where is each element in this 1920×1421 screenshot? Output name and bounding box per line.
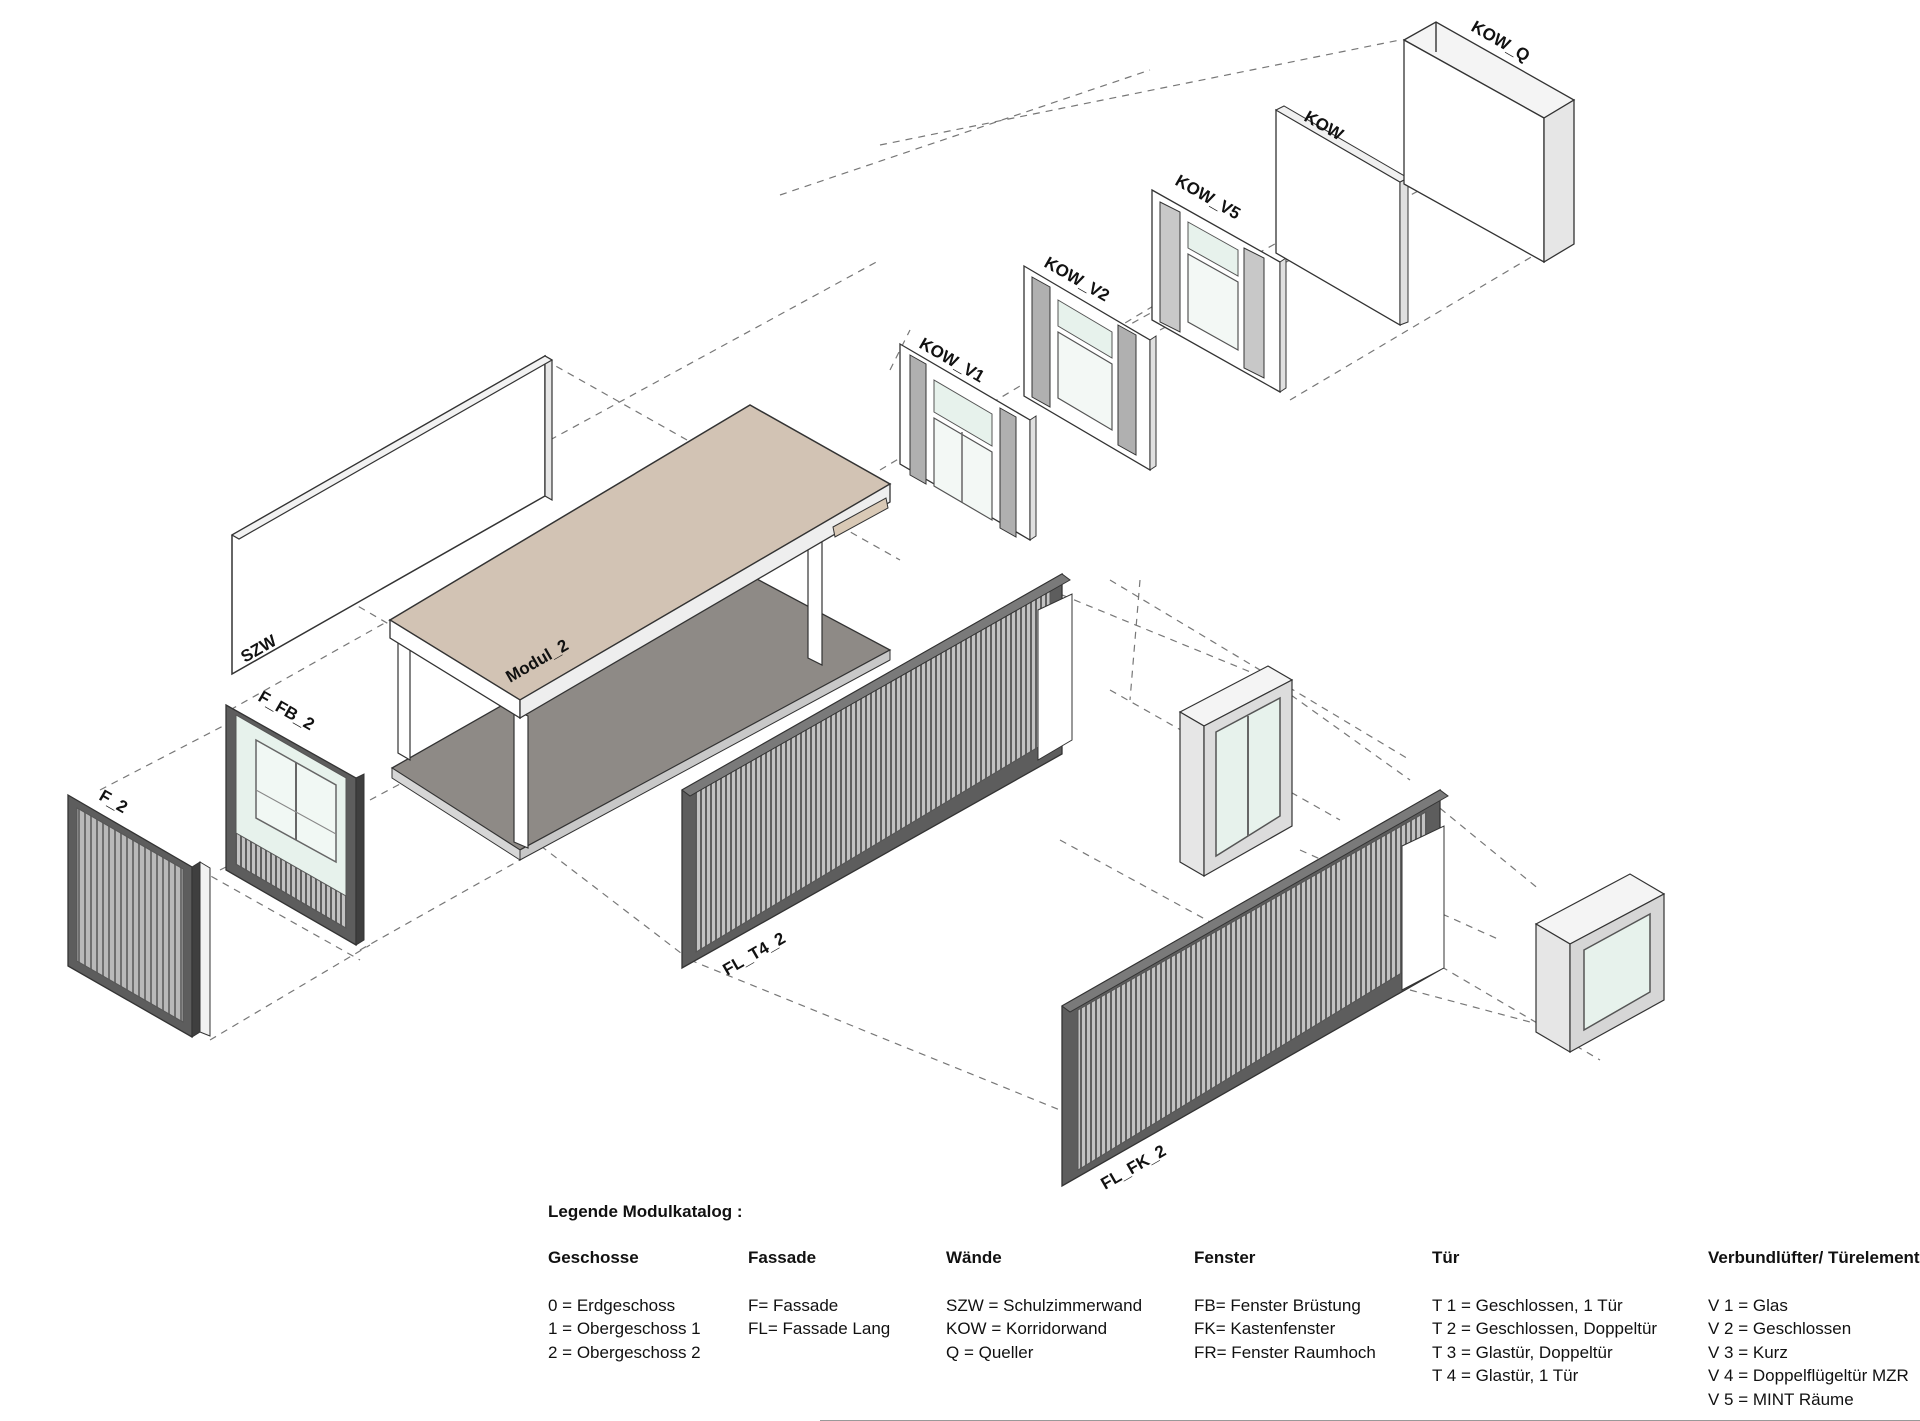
f-2-panel: F_2 [67,786,211,1039]
kow-q-wall: KOW_Q [1402,17,1576,264]
window-box-upper [1178,665,1294,878]
legend-item: T 1 = Geschlossen, 1 Tür [1432,1295,1623,1315]
legend-item: KOW = Korridorwand [946,1319,1108,1338]
label-f: F_2 [96,786,131,817]
legend-heading: Fassade [748,1248,817,1267]
legend-col-geschosse: Geschosse 0 = Erdgeschoss 1 = Obergescho… [548,1246,701,1364]
legend-col-fassade: Fassade F= Fassade FL= Fassade Lang [748,1246,890,1341]
window-box-lower [1534,873,1666,1054]
legend-item: FK= Kastenfenster [1194,1319,1336,1338]
legend-item: V 5 = MINT Räume [1708,1389,1854,1409]
legend-heading: Fenster [1194,1248,1256,1267]
legend-modulkatalog: Legende Modulkatalog : Geschosse 0 = Erd… [548,1198,1920,1421]
legend-col-waende: Wände SZW = Schulzimmerwand KOW = Korrid… [946,1246,1142,1364]
legend-item: FR= Fenster Raumhoch [1194,1342,1376,1362]
legend-item: T 4 = Glastür, 1 Tür [1432,1366,1579,1385]
kow-v2-wall: KOW_V2 [1023,253,1157,472]
szw-wall: SZW [230,354,554,676]
legend-heading: Verbundlüfter/ Türelement [1708,1248,1920,1267]
legend-item: 1 = Obergeschoss 1 [548,1319,701,1338]
legend-item: F= Fassade [748,1295,839,1315]
kow-v5-wall: KOW_V5 [1151,171,1287,394]
legend-heading: Geschosse [548,1248,639,1267]
legend-item: V 1 = Glas [1708,1295,1788,1315]
legend-item: V 3 = Kurz [1708,1342,1788,1362]
f-fb-2-panel: F_FB_2 [225,687,365,947]
legend-item: SZW = Schulzimmerwand [946,1295,1143,1315]
legend-item: FL= Fassade Lang [748,1319,891,1338]
kow-v1-wall: KOW_V1 [899,334,1037,542]
legend-item: T 2 = Geschlossen, Doppeltür [1432,1319,1658,1338]
legend-item: T 3 = Glastür, Doppeltür [1432,1342,1613,1362]
modul-2: Modul_2 [388,404,892,861]
legend-col-fenster: Fenster FB= Fenster Brüstung FK= Kastenf… [1194,1246,1376,1364]
fl-fk-2-panel: FL_FK_2 [1061,788,1449,1193]
kow-wall: KOW [1274,105,1410,327]
legend-item: V 2 = Geschlossen [1708,1319,1852,1338]
legend-col-verbundluefter: Verbundlüfter/ Türelement V 1 = Glas V 2… [1708,1246,1920,1411]
legend-heading: Tür [1432,1248,1460,1267]
legend-heading: Wände [946,1248,1002,1267]
legend-item: 0 = Erdgeschoss [548,1295,676,1315]
legend-col-tuer: Tür T 1 = Geschlossen, 1 Tür T 2 = Gesch… [1432,1246,1657,1388]
legend-item: FB= Fenster Brüstung [1194,1295,1361,1315]
legend-title: Legende Modulkatalog : [548,1202,743,1221]
legend-item: Q = Queller [946,1342,1034,1362]
legend-item: 2 = Obergeschoss 2 [548,1342,701,1362]
legend-item: V 4 = Doppelflügeltür MZR [1708,1366,1909,1385]
